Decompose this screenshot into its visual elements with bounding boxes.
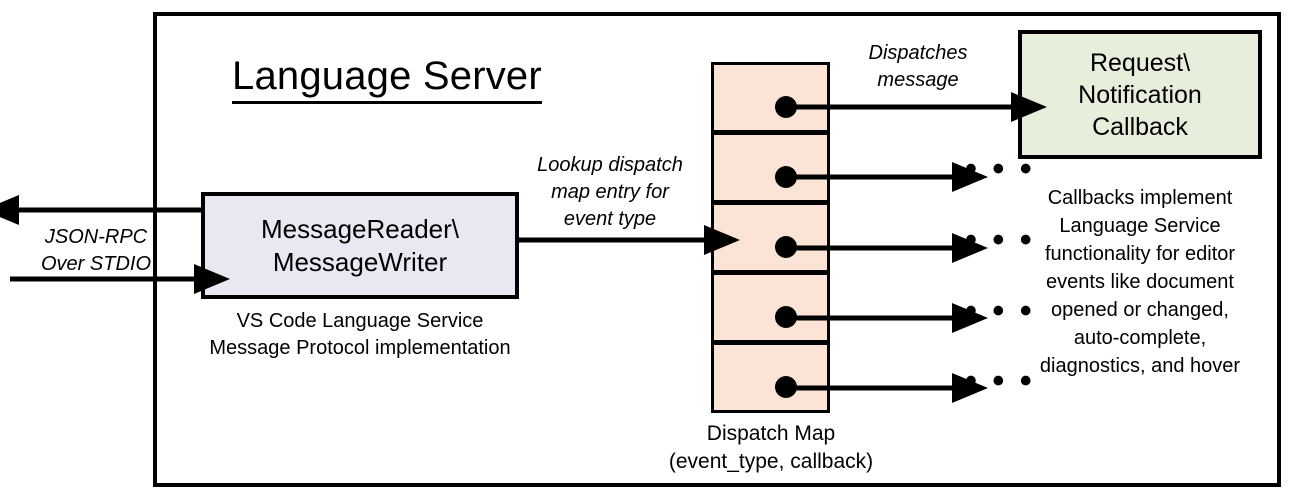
message-writer-label: MessageWriter [272, 246, 448, 277]
dispatch-map-cell[interactable] [711, 132, 830, 203]
message-protocol-caption: VS Code Language Service Message Protoco… [185, 308, 535, 362]
callback-description-line1: Callbacks implement [1047, 187, 1233, 209]
dispatch-map[interactable] [711, 62, 830, 413]
dispatch-map-cell[interactable] [711, 272, 830, 343]
callback-title-line3: Callback [1092, 112, 1188, 141]
dispatch-map-cell[interactable] [711, 62, 830, 133]
callback-description-line7: diagnostics, and hover [1039, 355, 1241, 377]
transport-label-line1: JSON-RPC [44, 226, 148, 248]
message-reader-label: MessageReader\ [261, 213, 459, 244]
callback-description: Callbacks implement Language Service fun… [1012, 184, 1268, 380]
message-protocol-caption-line1: VS Code Language Service [236, 310, 484, 332]
callback-title-line2: Notification [1078, 80, 1202, 109]
language-server-frame [153, 12, 1281, 487]
dispatch-map-caption: Dispatch Map (event_type, callback) [635, 420, 907, 476]
callback-description-line5: opened or changed, [1051, 299, 1229, 321]
message-protocol-caption-line2: Message Protocol implementation [209, 337, 511, 359]
dispatch-map-cell[interactable] [711, 342, 830, 413]
callback-description-line2: Language Service [1059, 215, 1221, 237]
transport-label: JSON-RPC Over STDIO [26, 224, 166, 278]
dispatches-message-label: Dispatches message [832, 40, 1004, 94]
page-title: Language Server [232, 52, 542, 104]
dispatch-map-caption-line1: Dispatch Map [706, 422, 836, 445]
dispatches-message-label-line1: Dispatches [868, 42, 968, 64]
lookup-dispatch-label-line3: event type [563, 208, 657, 230]
dispatch-map-dot [775, 166, 797, 188]
callback-description-line6: auto-complete, [1073, 327, 1207, 349]
dispatch-map-dot [775, 96, 797, 118]
lookup-dispatch-label-line1: Lookup dispatch [537, 154, 683, 176]
callback-description-line4: events like document [1046, 271, 1234, 293]
message-reader-writer-box[interactable]: MessageReader\ MessageWriter [201, 192, 519, 299]
dispatch-map-caption-line2: (event_type, callback) [668, 450, 874, 473]
transport-label-line2: Over STDIO [40, 253, 151, 275]
dispatch-map-cell[interactable] [711, 202, 830, 273]
dispatch-map-dot [775, 306, 797, 328]
lookup-dispatch-label: Lookup dispatch map entry for event type [512, 152, 708, 233]
callback-title-line1: Request\ [1089, 48, 1191, 77]
dispatch-map-dot [775, 236, 797, 258]
dispatch-map-dot [775, 376, 797, 398]
dispatches-message-label-line2: message [877, 69, 959, 91]
ellipsis-icon: • • • [965, 150, 1035, 188]
lookup-dispatch-label-line2: map entry for [551, 181, 669, 203]
request-notification-callback-box[interactable]: Request\ Notification Callback [1018, 30, 1262, 159]
callback-description-line3: functionality for editor [1044, 243, 1236, 265]
